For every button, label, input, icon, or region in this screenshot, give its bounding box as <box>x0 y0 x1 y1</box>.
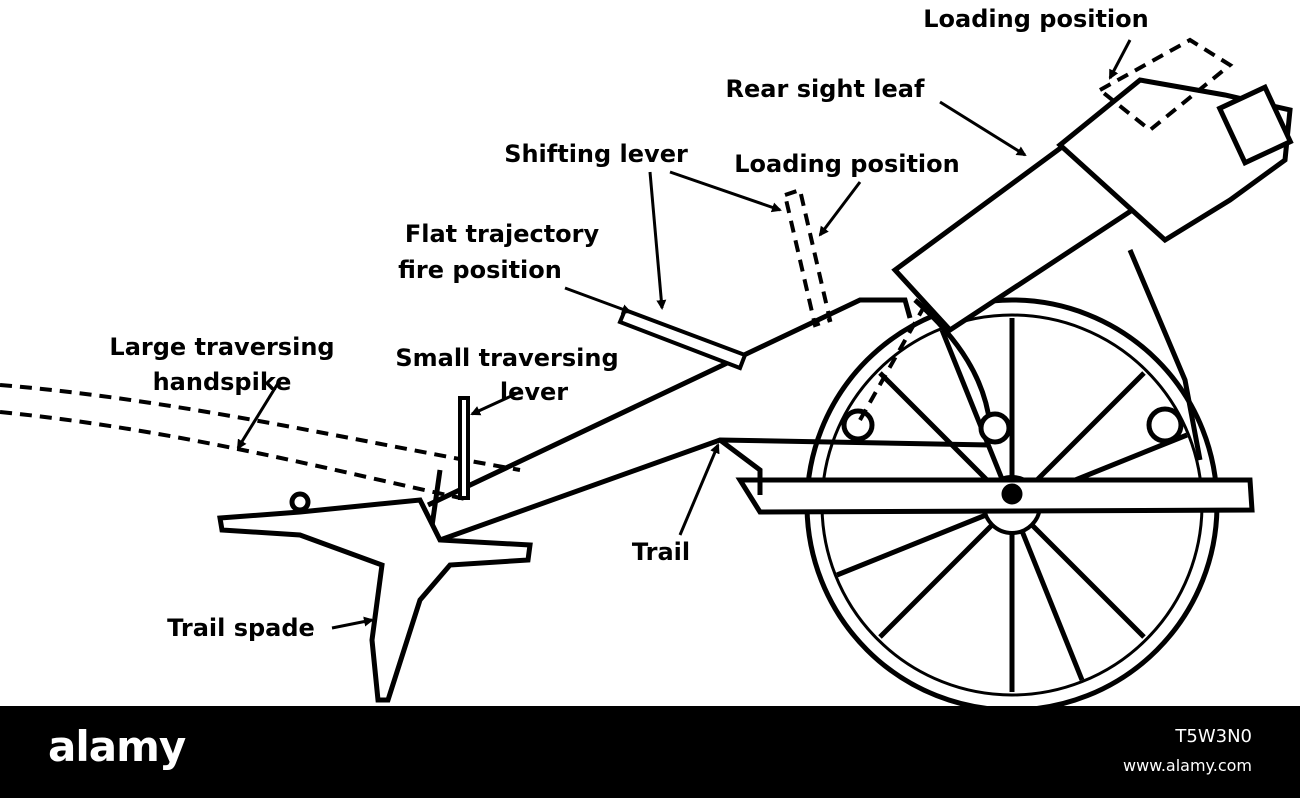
label-flat-trajectory-line2: fire position <box>398 256 562 284</box>
label-small-traversing-line2: lever <box>500 378 568 406</box>
label-flat-trajectory-line1: Flat trajectory <box>405 220 600 248</box>
watermark-footer: alamy T5W3N0 www.alamy.com <box>0 706 1300 798</box>
label-shifting-lever: Shifting lever <box>504 140 688 168</box>
label-loading-position-top: Loading position <box>923 5 1148 33</box>
image-id: T5W3N0 <box>1175 726 1252 747</box>
diagram-area: Loading position Rear sight leaf Shiftin… <box>0 5 1294 706</box>
gun-carriage-diagram: Loading position Rear sight leaf Shiftin… <box>0 5 1294 706</box>
wheel <box>804 297 1220 706</box>
label-large-traversing-line1: Large traversing <box>109 333 334 361</box>
label-loading-position-mid: Loading position <box>734 150 959 178</box>
axle-beam <box>735 477 1255 515</box>
gun-and-cradle <box>891 77 1294 334</box>
brand-logo: alamy <box>48 722 186 771</box>
labels: Loading position Rear sight leaf Shiftin… <box>109 5 1148 642</box>
label-trail-spade: Trail spade <box>167 614 315 642</box>
label-large-traversing-line2: handspike <box>153 368 292 396</box>
site-url: www.alamy.com <box>1123 756 1252 775</box>
leader-lines <box>236 39 1132 630</box>
dashed-positions <box>0 37 1234 502</box>
label-rear-sight-leaf: Rear sight leaf <box>726 75 925 103</box>
elevating-arc <box>841 249 1203 461</box>
trail <box>426 297 991 543</box>
label-trail: Trail <box>632 538 690 566</box>
levers <box>458 307 748 500</box>
label-small-traversing-line1: Small traversing <box>395 344 618 372</box>
trail-spade <box>217 491 533 703</box>
